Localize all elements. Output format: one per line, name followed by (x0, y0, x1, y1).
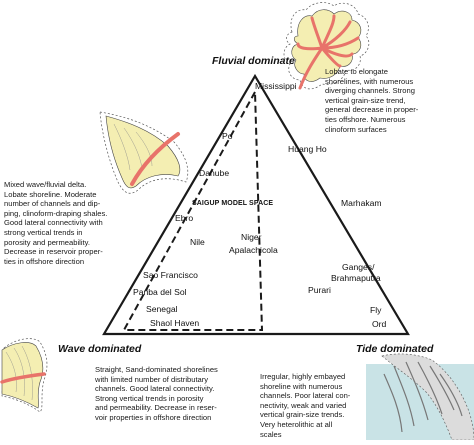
delta-label-danube: Danube (199, 168, 229, 178)
delta-label-ganges: Ganges/ (342, 262, 375, 272)
delta-label-senegal: Senegal (146, 304, 178, 314)
ternary-triangle (102, 73, 410, 336)
mixed-delta-texture (113, 123, 153, 171)
wave-delta-channel (0, 372, 46, 384)
tide-delta-sketch (366, 353, 474, 441)
delta-label-shaol-haven: Shaol Haven (150, 318, 199, 328)
vertex-fluvial-label: Fluvial dominated (212, 55, 302, 67)
delta-label-pariba: Pariba del Sol (133, 287, 187, 297)
vertex-wave-label: Wave dominated (58, 343, 142, 355)
tide-delta-land (381, 353, 474, 441)
delta-label-mississippi: Mississippi (255, 81, 297, 91)
tide-description: Irregular, highly embayed shoreline with… (260, 372, 351, 439)
tide-delta-channels (383, 361, 463, 433)
wave-delta-outline (1, 338, 48, 413)
delta-label-brahmaputra: Brahmaputra (331, 273, 381, 283)
delta-label-huang-ho: Huang Ho (288, 144, 327, 154)
delta-label-ebro: Ebro (175, 213, 193, 223)
delta-label-niger: Niger (241, 232, 262, 242)
mixed-delta-body (105, 115, 181, 189)
delta-label-nile: Nile (190, 237, 205, 247)
delta-label-apalachicola: Apalachicola (229, 245, 278, 255)
fluvial-delta-sketch (283, 2, 370, 90)
wave-delta-body (1, 342, 44, 409)
delta-label-purari: Purari (308, 285, 331, 295)
mixed-delta-sketch (99, 111, 189, 194)
wave-delta-sketch (0, 338, 48, 413)
delta-label-po: Po (222, 131, 233, 141)
delta-label-ord: Ord (372, 319, 387, 329)
fluvial-delta-channels (296, 14, 360, 90)
delta-label-marhakam: Marhakam (341, 198, 382, 208)
mixed-delta-channel (130, 132, 180, 186)
model-space-label: SAIGUP MODEL SPACE (192, 200, 273, 207)
mixed-description: Mixed wave/fluvial delta. Lobate shoreli… (4, 180, 108, 266)
wave-description: Straight, Sand-dominated shorelines with… (95, 365, 218, 422)
mixed-delta-outline (99, 111, 189, 194)
model-space-outline (122, 88, 264, 331)
delta-label-sao-francisco: Sao Francisco (143, 270, 198, 280)
wave-delta-texture (5, 345, 33, 401)
fluvial-description: Lobate to elongate shorelines, with nume… (325, 67, 419, 134)
delta-label-fly: Fly (370, 305, 382, 315)
vertex-tide-label: Tide dominated (356, 343, 434, 355)
